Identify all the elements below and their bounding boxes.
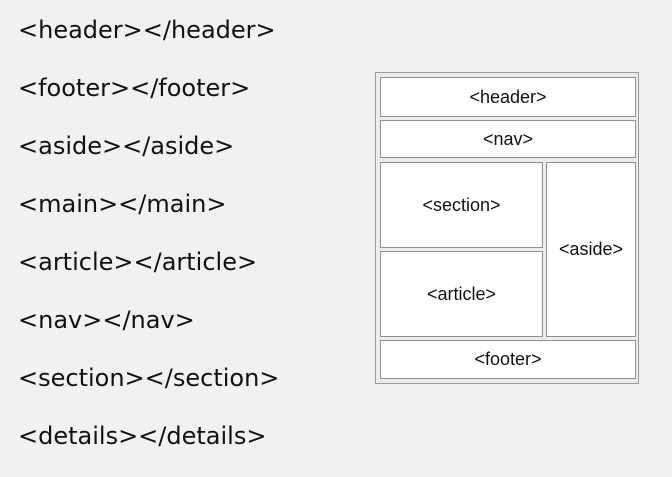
tag-details: <details></details>: [18, 422, 267, 450]
layout-section-box: <section>: [380, 162, 543, 248]
page-layout-diagram: <header> <nav> <section> <article> <asid…: [375, 72, 639, 384]
tag-article: <article></article>: [18, 248, 258, 276]
tag-section: <section></section>: [18, 364, 280, 392]
tag-main: <main></main>: [18, 190, 227, 218]
layout-article-box: <article>: [380, 251, 543, 337]
tag-footer: <footer></footer>: [18, 74, 251, 102]
layout-footer-box: <footer>: [380, 340, 636, 379]
tag-header: <header></header>: [18, 16, 276, 44]
tag-nav: <nav></nav>: [18, 306, 195, 334]
layout-nav-box: <nav>: [380, 120, 636, 158]
layout-aside-box: <aside>: [546, 162, 636, 337]
tag-aside: <aside></aside>: [18, 132, 235, 160]
semantic-tag-list: <header></header> <footer></footer> <asi…: [18, 10, 279, 474]
layout-header-box: <header>: [380, 77, 636, 117]
